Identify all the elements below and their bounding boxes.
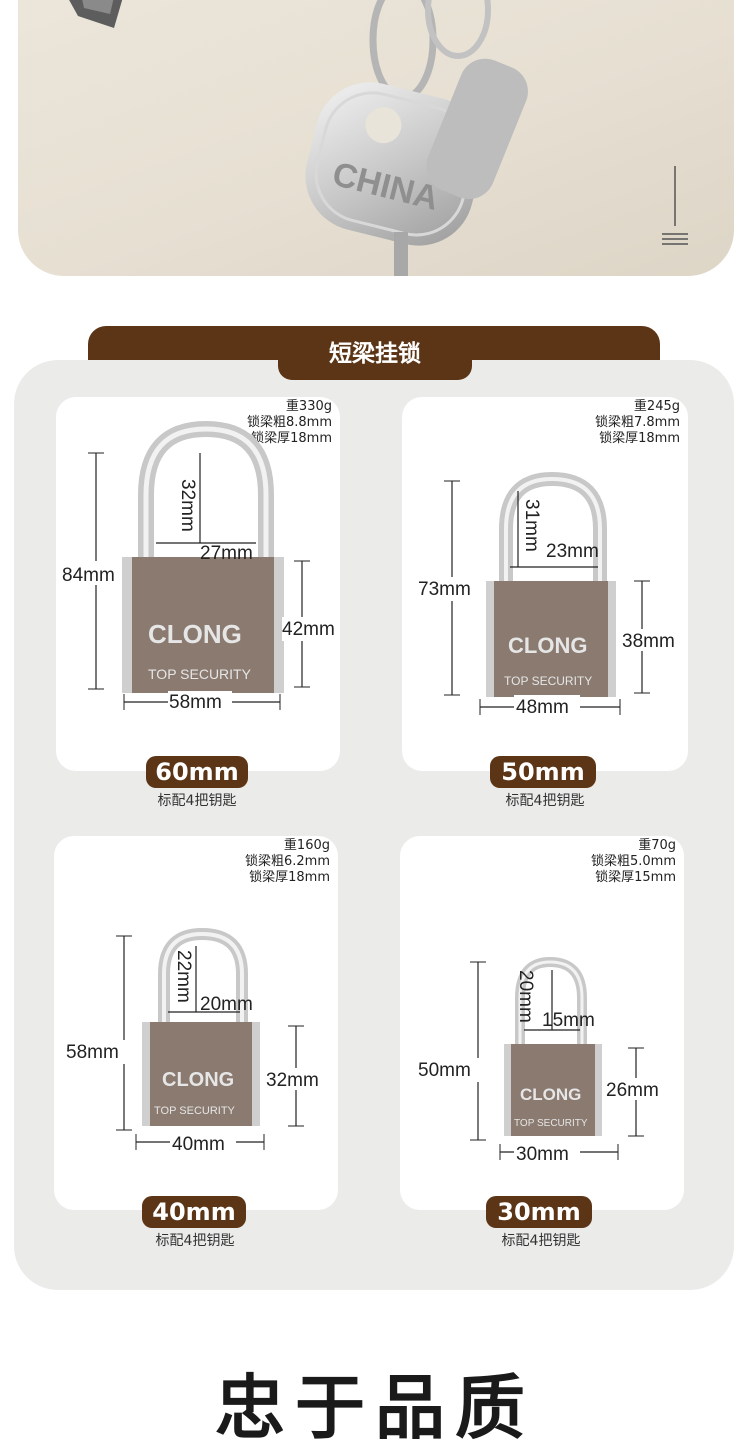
shackle-diameter-text: 锁梁粗6.2mm (244, 854, 330, 869)
shackle-width-label: 20mm (200, 994, 253, 1015)
shackle-width-label: 27mm (200, 543, 253, 564)
shackle-thickness-text: 锁梁厚18mm (599, 431, 680, 446)
shackle-width-label: 15mm (542, 1010, 595, 1031)
keys-included-text: 标配4把钥匙 (155, 1233, 235, 1249)
size-badge-40: 40mm (142, 1196, 246, 1228)
brand-logo-text: CLONG (508, 633, 587, 658)
height-label: 50mm (418, 1060, 471, 1081)
lock-body (486, 581, 616, 697)
shackle-diameter-text: 锁梁粗5.0mm (590, 854, 676, 869)
lock-specs: 重330g 锁梁粗8.8mm 锁梁厚18mm (247, 399, 332, 447)
lock-specs: 重70g 锁梁粗5.0mm 锁梁厚15mm (591, 838, 676, 886)
keys-illustration: CHINA (69, 0, 528, 276)
shackle-thickness-text: 锁梁厚18mm (249, 870, 330, 885)
body-height-label: 38mm (622, 631, 675, 652)
shackle-height-label: 32mm (177, 479, 198, 532)
section-title: 短梁挂锁 (278, 332, 472, 380)
shackle-thickness-text: 锁梁厚15mm (595, 870, 676, 885)
lock-body (122, 557, 284, 693)
size-badge-30: 30mm (486, 1196, 592, 1228)
quality-heading: 忠于品质 (215, 1367, 535, 1449)
shackle-diameter-text: 锁梁粗7.8mm (594, 415, 680, 430)
shackle-width-label: 23mm (546, 541, 599, 562)
lock-card-50: 重245g 锁梁粗7.8mm 锁梁厚18mm CLONG TOP SECURIT… (402, 397, 688, 771)
shackle-height-label: 31mm (521, 499, 542, 552)
height-label: 73mm (418, 579, 471, 600)
body-width-label: 58mm (169, 692, 222, 713)
lock-sizes-panel: 重330g 锁梁粗8.8mm 锁梁厚18mm CLONG TOP SECURIT… (14, 360, 734, 1290)
lock-specs: 重245g 锁梁粗7.8mm 锁梁厚18mm (595, 399, 680, 447)
lock-dimension-diagram: CLONG TOP SECURITY 58mm 32mm 40mm 20mm 2… (64, 927, 328, 1155)
lock-specs: 重160g 锁梁粗6.2mm 锁梁厚18mm (245, 838, 330, 886)
hero-photo: CHINA (18, 0, 734, 276)
body-width-label: 30mm (516, 1144, 569, 1165)
brand-tagline-text: TOP SECURITY (154, 1105, 236, 1117)
lock-card-60: 重330g 锁梁粗8.8mm 锁梁厚18mm CLONG TOP SECURIT… (56, 397, 340, 771)
brand-logo-text: CLONG (148, 619, 242, 649)
lock-card-40: 重160g 锁梁粗6.2mm 锁梁厚18mm CLONG TOP SECURIT… (54, 836, 338, 1210)
size-badge-50: 50mm (490, 756, 596, 788)
body-height-label: 26mm (606, 1080, 659, 1101)
keys-included-text: 标配4把钥匙 (501, 1233, 581, 1249)
brand-logo-text: CLONG (162, 1069, 234, 1091)
shackle-diameter-text: 锁梁粗8.8mm (246, 415, 332, 430)
height-label: 58mm (66, 1042, 119, 1063)
brand-tagline-text: TOP SECURITY (514, 1118, 588, 1129)
weight-text: 重245g (633, 399, 680, 414)
shackle-thickness-text: 锁梁厚18mm (251, 431, 332, 446)
body-height-label: 32mm (266, 1070, 319, 1091)
body-height-label: 42mm (282, 619, 335, 640)
keys-included-text: 标配4把钥匙 (157, 793, 237, 809)
keys-included-text: 标配4把钥匙 (505, 793, 585, 809)
lock-dimension-diagram: CLONG TOP SECURITY 73mm 38mm 48mm 23mm 3… (416, 471, 682, 718)
lock-body (504, 1044, 602, 1136)
height-label: 84mm (62, 565, 115, 586)
lock-dimension-diagram: CLONG TOP SECURITY 50mm 26mm 30mm 15mm 2… (416, 956, 672, 1165)
body-width-label: 48mm (516, 697, 569, 718)
shackle-height-label: 22mm (173, 950, 194, 1003)
lock-body (142, 1022, 260, 1126)
weight-text: 重160g (283, 838, 330, 853)
weight-text: 重70g (638, 838, 676, 853)
lock-dimension-diagram: CLONG TOP SECURITY 84mm 42mm 58mm 27mm 3… (60, 420, 340, 713)
shackle-height-label: 20mm (515, 970, 536, 1023)
brand-tagline-text: TOP SECURITY (504, 674, 592, 688)
brand-logo-text: CLONG (520, 1085, 581, 1104)
size-badge-60: 60mm (146, 756, 248, 788)
body-width-label: 40mm (172, 1134, 225, 1155)
scroll-indicator-icon (662, 166, 688, 246)
lock-card-30: 重70g 锁梁粗5.0mm 锁梁厚15mm CLONG TOP SECURITY (400, 836, 684, 1210)
weight-text: 重330g (285, 399, 332, 414)
brand-tagline-text: TOP SECURITY (148, 666, 252, 682)
